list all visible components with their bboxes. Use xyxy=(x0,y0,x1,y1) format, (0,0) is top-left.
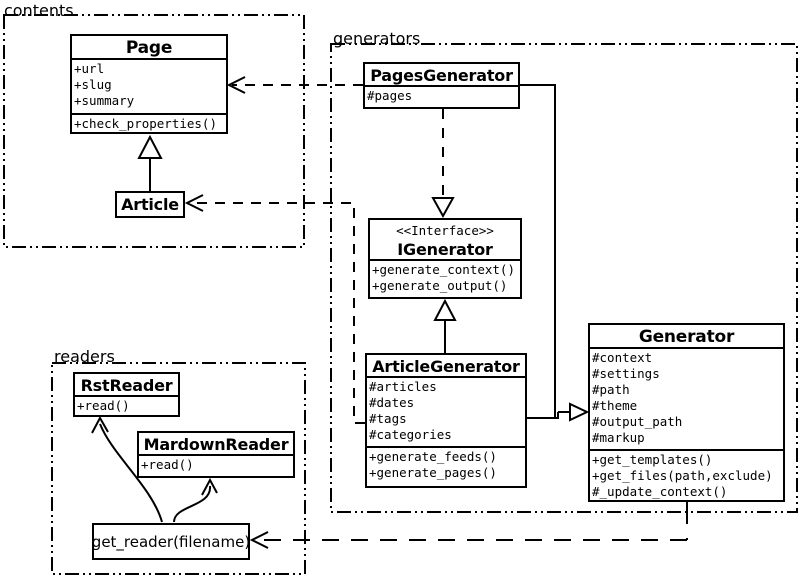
attribute: #categories xyxy=(369,427,452,442)
dependency-arrow-articlegenerator-to-article xyxy=(184,194,365,424)
class-mardownreader-title: MardownReader xyxy=(143,435,289,454)
class-page: Page +url +slug +summary +check_properti… xyxy=(70,34,228,134)
class-pagesgenerator: PagesGenerator #pages xyxy=(363,62,520,109)
class-page-methods: +check_properties() xyxy=(72,113,226,132)
inheritance-arrow-article-to-page xyxy=(137,134,163,191)
class-generator: Generator #context #settings #path #them… xyxy=(588,323,785,502)
class-rstreader: RstReader +read() xyxy=(73,372,180,417)
class-mardownreader: MardownReader +read() xyxy=(137,431,295,478)
method: +generate_pages() xyxy=(369,465,497,480)
interface-igenerator-methods: +generate_context() +generate_output() xyxy=(370,259,520,297)
class-pagesgenerator-attributes: #pages xyxy=(365,85,518,107)
package-border-generators xyxy=(330,43,798,513)
package-border-contents xyxy=(3,14,305,248)
stereotype: <<Interface>> xyxy=(396,223,494,238)
package-label-contents: contents xyxy=(4,1,74,20)
class-articlegenerator-title: ArticleGenerator xyxy=(372,357,520,376)
dependency-arrow-pagesgenerator-to-page xyxy=(226,76,363,94)
class-rstreader-title: RstReader xyxy=(80,376,173,395)
method: +read() xyxy=(77,398,130,413)
class-article: Article xyxy=(115,191,185,218)
class-rstreader-methods: +read() xyxy=(75,395,178,415)
attribute: +slug xyxy=(74,77,112,92)
curved-arrow-getreader-to-mardownreader xyxy=(173,477,218,523)
inheritance-arrow-generators-to-generator xyxy=(520,84,590,422)
method: +generate_context() xyxy=(372,262,515,277)
attribute: #path xyxy=(592,382,630,397)
class-articlegenerator-attributes: #articles #dates #tags #categories xyxy=(367,376,525,446)
realization-arrow-pagesgenerator-to-igenerator xyxy=(431,109,455,219)
attribute: #theme xyxy=(592,398,638,413)
interface-igenerator-header: <<Interface>> IGenerator xyxy=(370,220,520,259)
method: +get_files(path,exclude) xyxy=(592,468,773,483)
class-page-attributes: +url +slug +summary xyxy=(72,58,226,113)
class-articlegenerator: ArticleGenerator #articles #dates #tags … xyxy=(365,353,527,488)
method: #_update_context() xyxy=(592,484,728,499)
attribute: #settings xyxy=(592,366,660,381)
package-label-readers: readers xyxy=(54,347,115,366)
method: +read() xyxy=(141,457,194,472)
attribute: #pages xyxy=(367,88,413,103)
class-article-title: Article xyxy=(121,195,179,214)
package-label-generators: generators xyxy=(333,29,421,48)
attribute: #dates xyxy=(369,395,415,410)
curved-arrow-getreader-to-rstreader xyxy=(91,415,163,523)
interface-igenerator: <<Interface>> IGenerator +generate_conte… xyxy=(368,218,522,299)
method: +generate_feeds() xyxy=(369,449,497,464)
class-pagesgenerator-title: PagesGenerator xyxy=(370,66,513,85)
attribute: #output_path xyxy=(592,414,683,429)
attribute: #articles xyxy=(369,379,437,394)
attribute: +summary xyxy=(74,93,135,108)
inheritance-arrow-articlegenerator-to-igenerator xyxy=(433,298,457,353)
class-generator-methods: +get_templates() +get_files(path,exclude… xyxy=(590,449,783,500)
class-articlegenerator-methods: +generate_feeds() +generate_pages() xyxy=(367,446,525,486)
method: +check_properties() xyxy=(74,116,217,131)
attribute: #tags xyxy=(369,411,407,426)
attribute: #context xyxy=(592,350,653,365)
method: +get_templates() xyxy=(592,452,713,467)
dependency-arrow-generator-to-getreader xyxy=(249,502,688,549)
class-mardownreader-methods: +read() xyxy=(139,454,293,476)
method: +generate_output() xyxy=(372,278,508,293)
function-get-reader: get_reader(filename) xyxy=(92,523,250,560)
attribute: #markup xyxy=(592,430,645,445)
package-border-readers xyxy=(51,362,306,575)
class-generator-title: Generator xyxy=(638,327,735,347)
interface-igenerator-title: IGenerator xyxy=(397,240,493,259)
class-page-title: Page xyxy=(125,38,173,58)
attribute: +url xyxy=(74,61,105,76)
class-generator-attributes: #context #settings #path #theme #output_… xyxy=(590,347,783,449)
